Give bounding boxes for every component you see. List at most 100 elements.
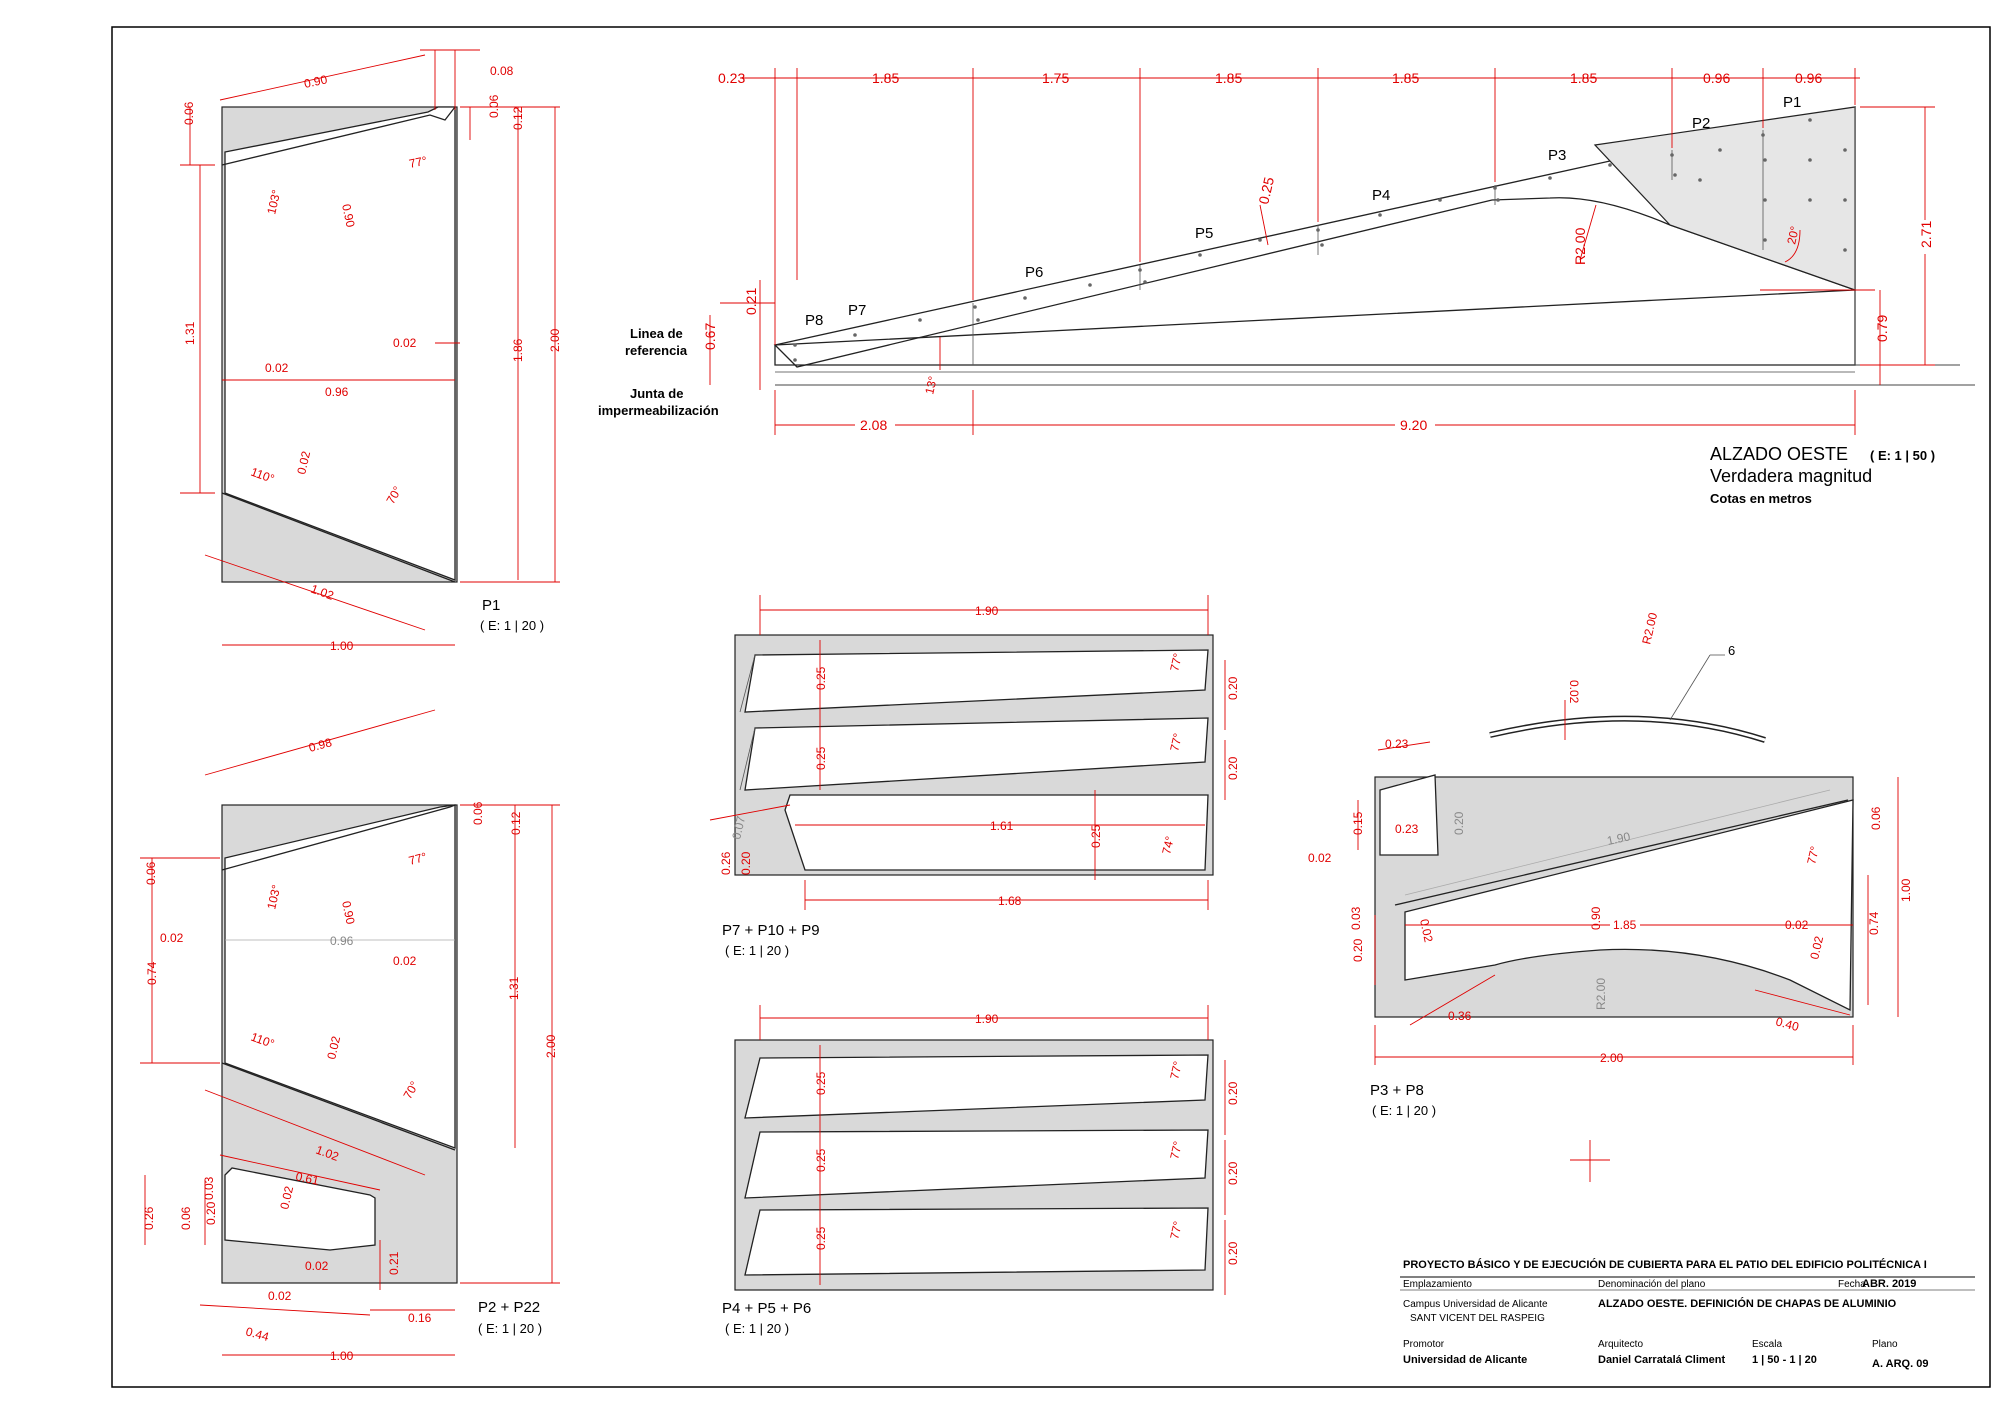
sheet-frame <box>111 26 1991 1388</box>
svg-text:0.20: 0.20 <box>739 851 753 875</box>
svg-text:( E: 1 | 20 ): ( E: 1 | 20 ) <box>480 618 544 633</box>
svg-text:1.90: 1.90 <box>975 604 999 618</box>
svg-text:SANT VICENT DEL RASPEIG: SANT VICENT DEL RASPEIG <box>1410 1313 1545 1324</box>
svg-text:1.31: 1.31 <box>507 976 521 1000</box>
label-p8: P8 <box>805 312 823 329</box>
svg-text:1.86: 1.86 <box>511 338 525 362</box>
svg-text:1.00: 1.00 <box>330 639 354 653</box>
svg-text:0.02: 0.02 <box>160 931 184 945</box>
svg-text:0.26: 0.26 <box>719 851 733 875</box>
title-block: PROYECTO BÁSICO Y DE EJECUCIÓN DE CUBIER… <box>1400 1258 1975 1370</box>
svg-text:Plano: Plano <box>1872 1339 1898 1350</box>
svg-text:0.02: 0.02 <box>1785 918 1809 932</box>
svg-text:77°: 77° <box>408 153 429 171</box>
svg-text:0.03: 0.03 <box>202 1176 216 1200</box>
svg-text:0.90: 0.90 <box>339 203 358 229</box>
svg-text:103°: 103° <box>264 883 283 911</box>
svg-text:0.96: 0.96 <box>1795 70 1822 86</box>
svg-text:1.85: 1.85 <box>1392 70 1419 86</box>
detail-p4: 1.90 0.25 0.25 0.25 77° 77° 77° 0.20 0.2… <box>722 1005 1240 1336</box>
sheet-number: A. ARQ. 09 <box>1872 1358 1928 1370</box>
svg-text:0.25: 0.25 <box>814 1148 828 1172</box>
svg-text:( E: 1 | 20 ): ( E: 1 | 20 ) <box>478 1321 542 1336</box>
svg-text:74°: 74° <box>1159 835 1177 856</box>
p7-label: P7 + P10 + P9 <box>722 922 820 939</box>
svg-text:9.20: 9.20 <box>1400 417 1427 433</box>
svg-text:0.20: 0.20 <box>1452 811 1466 835</box>
svg-text:0.02: 0.02 <box>393 336 417 350</box>
svg-text:77°: 77° <box>1167 1220 1185 1241</box>
p1-label: P1 <box>482 597 500 614</box>
svg-text:0.74: 0.74 <box>1867 911 1881 935</box>
svg-text:Arquitecto: Arquitecto <box>1598 1339 1643 1350</box>
svg-text:0.02: 0.02 <box>1308 851 1332 865</box>
svg-text:0.96: 0.96 <box>325 385 349 399</box>
svg-text:0.20: 0.20 <box>1226 1081 1240 1105</box>
svg-text:0.25: 0.25 <box>814 746 828 770</box>
label-p6: P6 <box>1025 264 1043 281</box>
svg-text:0.21: 0.21 <box>743 288 759 315</box>
svg-text:0.02: 0.02 <box>294 449 313 475</box>
svg-text:R2.00: R2.00 <box>1594 978 1608 1010</box>
svg-text:0.06: 0.06 <box>1869 806 1883 830</box>
svg-text:0.25: 0.25 <box>1089 824 1103 848</box>
svg-text:77°: 77° <box>407 850 428 868</box>
project-title: PROYECTO BÁSICO Y DE EJECUCIÓN DE CUBIER… <box>1403 1258 1927 1271</box>
svg-text:Linea de: Linea de <box>630 326 683 341</box>
svg-text:R2.00: R2.00 <box>1572 227 1588 265</box>
svg-text:1.02: 1.02 <box>309 582 336 603</box>
svg-text:0.90: 0.90 <box>339 900 358 926</box>
svg-text:0.98: 0.98 <box>307 735 333 755</box>
svg-text:1.90: 1.90 <box>1606 829 1632 848</box>
detail-p7: 1.90 0.25 0.25 0.25 77° 77° 74° 0.20 0.2… <box>709 595 1240 958</box>
svg-text:0.25: 0.25 <box>1255 175 1277 205</box>
svg-text:1.85: 1.85 <box>1613 918 1637 932</box>
svg-text:0.44: 0.44 <box>244 1324 270 1344</box>
svg-text:0.20: 0.20 <box>1226 1161 1240 1185</box>
svg-text:1.61: 1.61 <box>990 819 1014 833</box>
svg-text:0.20: 0.20 <box>1351 938 1365 962</box>
elevation-scale: ( E: 1 | 50 ) <box>1870 448 1935 463</box>
svg-text:ABR. 2019: ABR. 2019 <box>1862 1278 1916 1290</box>
svg-text:0.12: 0.12 <box>509 811 523 835</box>
p2-label: P2 + P22 <box>478 1299 540 1316</box>
svg-text:77°: 77° <box>1804 845 1822 866</box>
svg-text:( E: 1 | 20 ): ( E: 1 | 20 ) <box>1372 1103 1436 1118</box>
svg-text:103°: 103° <box>264 188 283 216</box>
units-note: Cotas en metros <box>1710 491 1812 506</box>
elevation-subtitle: Verdadera magnitud <box>1710 466 1872 486</box>
svg-text:0.06: 0.06 <box>179 1206 193 1230</box>
svg-text:0.02: 0.02 <box>305 1259 329 1273</box>
svg-text:0.26: 0.26 <box>142 1206 156 1230</box>
svg-text:0.40: 0.40 <box>1774 1014 1800 1034</box>
svg-text:0.06: 0.06 <box>471 801 485 825</box>
label-p5: P5 <box>1195 225 1213 242</box>
svg-text:0.90: 0.90 <box>1589 906 1603 930</box>
svg-text:0.79: 0.79 <box>1874 315 1890 342</box>
svg-text:0.02: 0.02 <box>393 954 417 968</box>
svg-text:1.00: 1.00 <box>1899 878 1913 902</box>
svg-text:0.02: 0.02 <box>1417 918 1436 944</box>
svg-text:0.02: 0.02 <box>1807 934 1826 960</box>
svg-text:1.68: 1.68 <box>998 894 1022 908</box>
svg-text:1.85: 1.85 <box>872 70 899 86</box>
svg-text:0.20: 0.20 <box>1226 1241 1240 1265</box>
svg-text:Denominación del plano: Denominación del plano <box>1598 1279 1706 1290</box>
svg-text:0.02: 0.02 <box>324 1034 343 1060</box>
svg-text:2.00: 2.00 <box>544 1034 558 1058</box>
svg-text:0.02: 0.02 <box>265 361 289 375</box>
svg-text:R2.00: R2.00 <box>1639 611 1660 646</box>
svg-text:0.90: 0.90 <box>303 72 329 91</box>
detail-p2: 0.98 0.06 0.02 0.74 0.06 0.12 1.31 2.00 … <box>140 709 560 1363</box>
svg-text:0.25: 0.25 <box>814 1226 828 1250</box>
svg-text:ALZADO OESTE. DEFINICIÓN DE CH: ALZADO OESTE. DEFINICIÓN DE CHAPAS DE AL… <box>1598 1297 1897 1310</box>
svg-text:0.20: 0.20 <box>204 1201 218 1225</box>
svg-text:0.23: 0.23 <box>1385 737 1409 751</box>
svg-text:referencia: referencia <box>625 343 688 358</box>
svg-text:1 | 50 - 1 | 20: 1 | 50 - 1 | 20 <box>1752 1354 1817 1366</box>
svg-text:0.36: 0.36 <box>1448 1009 1472 1023</box>
p3-label: P3 + P8 <box>1370 1082 1424 1099</box>
elevation-title: ALZADO OESTE <box>1710 444 1848 464</box>
svg-text:0.21: 0.21 <box>387 1251 401 1275</box>
